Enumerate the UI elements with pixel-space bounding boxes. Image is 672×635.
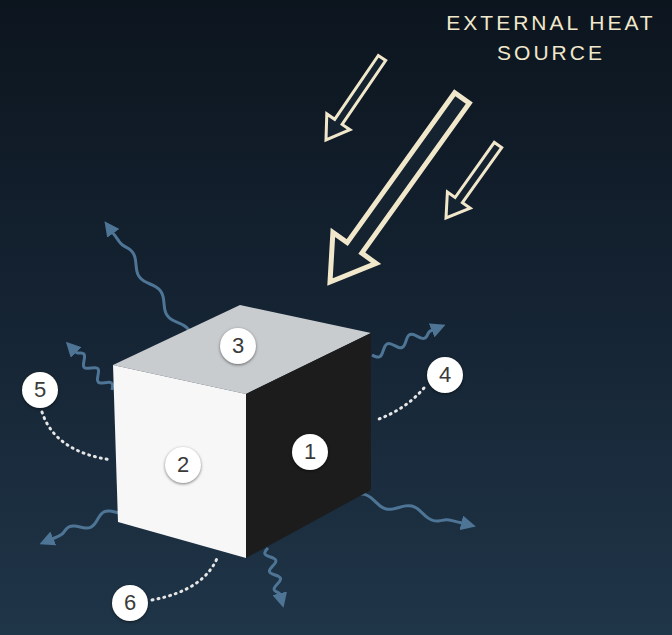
radiation-arrow — [70, 346, 113, 390]
heat-arrow — [326, 56, 386, 141]
callout-number: 5 — [22, 372, 58, 408]
heat-arrow — [330, 93, 469, 282]
callout-number: 6 — [112, 585, 148, 621]
callout-number: 3 — [220, 328, 256, 364]
radiation-arrow — [108, 226, 192, 342]
callout-number: 2 — [165, 447, 201, 483]
leader-line — [376, 388, 424, 420]
radiation-arrow — [372, 327, 440, 357]
callout-number: 4 — [427, 357, 463, 393]
leader-line — [42, 412, 112, 460]
heat-source-label: EXTERNAL HEAT SOURCE — [438, 8, 664, 68]
leader-line — [152, 556, 218, 600]
cube-right-face — [246, 333, 371, 558]
heat-arrow — [446, 142, 502, 218]
cube-front-face — [113, 365, 246, 558]
callout-number: 1 — [292, 434, 328, 470]
radiation-arrow — [265, 548, 282, 602]
